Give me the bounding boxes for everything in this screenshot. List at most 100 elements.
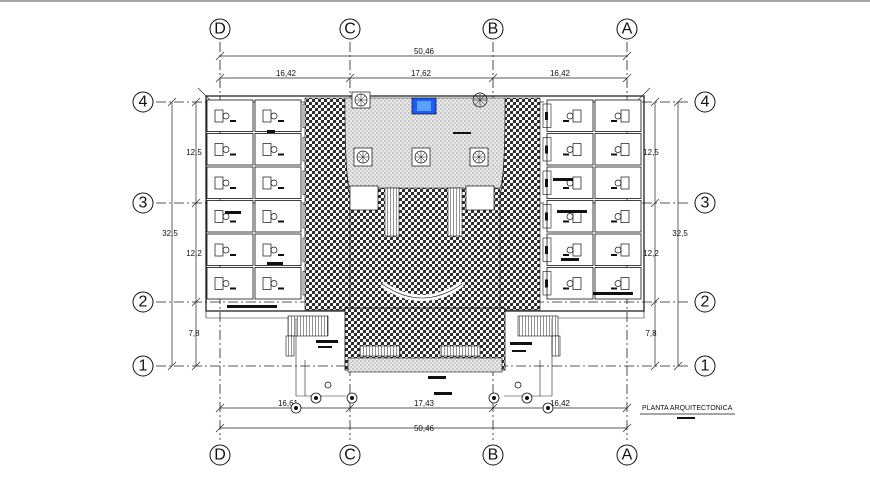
chair-icon xyxy=(270,213,278,220)
chair-icon xyxy=(614,112,622,120)
axis-bubble-top-d: D xyxy=(209,18,231,40)
chair-icon xyxy=(566,146,574,153)
plant-icon xyxy=(472,92,488,108)
plant-icon xyxy=(351,91,371,109)
dimension-segment: 12,2 xyxy=(186,249,202,258)
axis-bubble-left-1: 1 xyxy=(132,355,154,377)
tree-icon xyxy=(521,392,533,404)
office-room xyxy=(546,99,594,132)
dimension-segment: 7,8 xyxy=(188,329,200,338)
tree-icon xyxy=(346,392,358,404)
chair-icon xyxy=(222,246,230,254)
tree-icon xyxy=(310,392,322,404)
dimension-segment: 12,2 xyxy=(643,249,659,258)
site-elements xyxy=(290,318,554,414)
axis-bubble-left-4: 4 xyxy=(132,91,154,113)
chair-icon xyxy=(222,179,230,187)
right-dimension-chain: 12,5 12,2 7,8 32,5 xyxy=(643,97,688,371)
bottom-dimension-chain: 16,61 17,43 16,42 50,46 xyxy=(215,399,632,433)
office-room xyxy=(206,133,254,166)
axis-label: 4 xyxy=(139,94,148,111)
axis-label: D xyxy=(214,21,226,38)
axis-bubble-right-2: 2 xyxy=(694,291,716,313)
dimension-segment: 16,42 xyxy=(550,399,571,408)
office-room xyxy=(594,233,642,266)
chair-icon xyxy=(222,280,230,287)
dimension-segment: 17,43 xyxy=(414,399,435,408)
axis-bubble-right-1: 1 xyxy=(694,355,716,377)
axis-label: 1 xyxy=(139,358,148,375)
axis-bubble-right-3: 3 xyxy=(694,192,716,214)
axis-label: 1 xyxy=(701,358,710,375)
office-room xyxy=(546,267,594,300)
axis-bubble-bottom-d: D xyxy=(209,444,231,466)
chair-icon xyxy=(270,179,278,187)
office-room xyxy=(546,133,594,166)
axis-label: 4 xyxy=(701,94,710,111)
dimension-segment: 16,42 xyxy=(276,69,297,78)
axis-bubble-right-4: 4 xyxy=(694,91,716,113)
office-room xyxy=(254,267,302,300)
axis-label: A xyxy=(622,447,633,464)
chair-icon xyxy=(566,246,574,254)
chair-icon xyxy=(614,146,622,153)
office-room xyxy=(254,99,302,132)
chair-icon xyxy=(614,280,622,287)
dimension-total: 32,5 xyxy=(672,229,688,238)
chair-icon xyxy=(222,112,230,120)
lobby-planters xyxy=(351,91,489,167)
dimension-segment: 12,5 xyxy=(643,148,659,157)
dimension-total: 50,46 xyxy=(414,47,435,56)
axis-label: A xyxy=(622,21,633,38)
chair-icon xyxy=(614,246,622,254)
axis-label: B xyxy=(488,447,499,464)
dimension-total: 32,5 xyxy=(162,229,178,238)
chair-icon xyxy=(614,213,622,220)
office-room xyxy=(206,166,254,199)
axis-label: 3 xyxy=(701,195,710,212)
office-room xyxy=(206,200,254,233)
office-room xyxy=(254,166,302,199)
office-room xyxy=(254,233,302,266)
office-room xyxy=(594,166,642,199)
chair-icon xyxy=(270,280,278,287)
dimension-segment: 17,62 xyxy=(411,69,432,78)
left-dimension-chain: 32,5 12,5 12,2 7,8 xyxy=(162,97,202,371)
office-room xyxy=(254,133,302,166)
axis-label: C xyxy=(344,447,356,464)
office-room xyxy=(546,166,594,199)
tree-icon xyxy=(542,402,554,414)
axis-label: B xyxy=(488,21,499,38)
drawing-title: PLANTA ARQUITECTONICA xyxy=(642,405,733,412)
office-room xyxy=(546,200,594,233)
office-room xyxy=(254,200,302,233)
plant-icon xyxy=(411,147,431,167)
chair-icon xyxy=(222,146,230,153)
chair-icon xyxy=(614,179,622,187)
dimension-total: 50,46 xyxy=(414,424,435,433)
central-hall xyxy=(304,97,541,373)
axis-bubble-top-b: B xyxy=(482,18,504,40)
office-room xyxy=(594,133,642,166)
axis-bubble-bottom-c: C xyxy=(339,444,361,466)
axis-label: C xyxy=(344,21,356,38)
chair-icon xyxy=(566,213,574,220)
office-room xyxy=(206,267,254,300)
entrance-stairs xyxy=(285,315,561,357)
plant-icon xyxy=(469,147,489,167)
dimension-segment: 12,5 xyxy=(186,148,202,157)
office-room xyxy=(594,200,642,233)
axis-bubble-bottom-b: B xyxy=(482,444,504,466)
plant-icon xyxy=(353,147,373,167)
dimension-segment: 7,8 xyxy=(645,329,657,338)
axis-bubble-left-2: 2 xyxy=(132,291,154,313)
chair-icon xyxy=(270,146,278,153)
axis-label: D xyxy=(214,447,226,464)
dimension-segment: 16,61 xyxy=(278,399,299,408)
drawing-title-block: PLANTA ARQUITECTONICA xyxy=(640,405,735,419)
office-room xyxy=(206,233,254,266)
dimension-segment: 16,42 xyxy=(550,69,571,78)
left-office-wing xyxy=(206,99,312,308)
tree-icon xyxy=(488,392,500,404)
